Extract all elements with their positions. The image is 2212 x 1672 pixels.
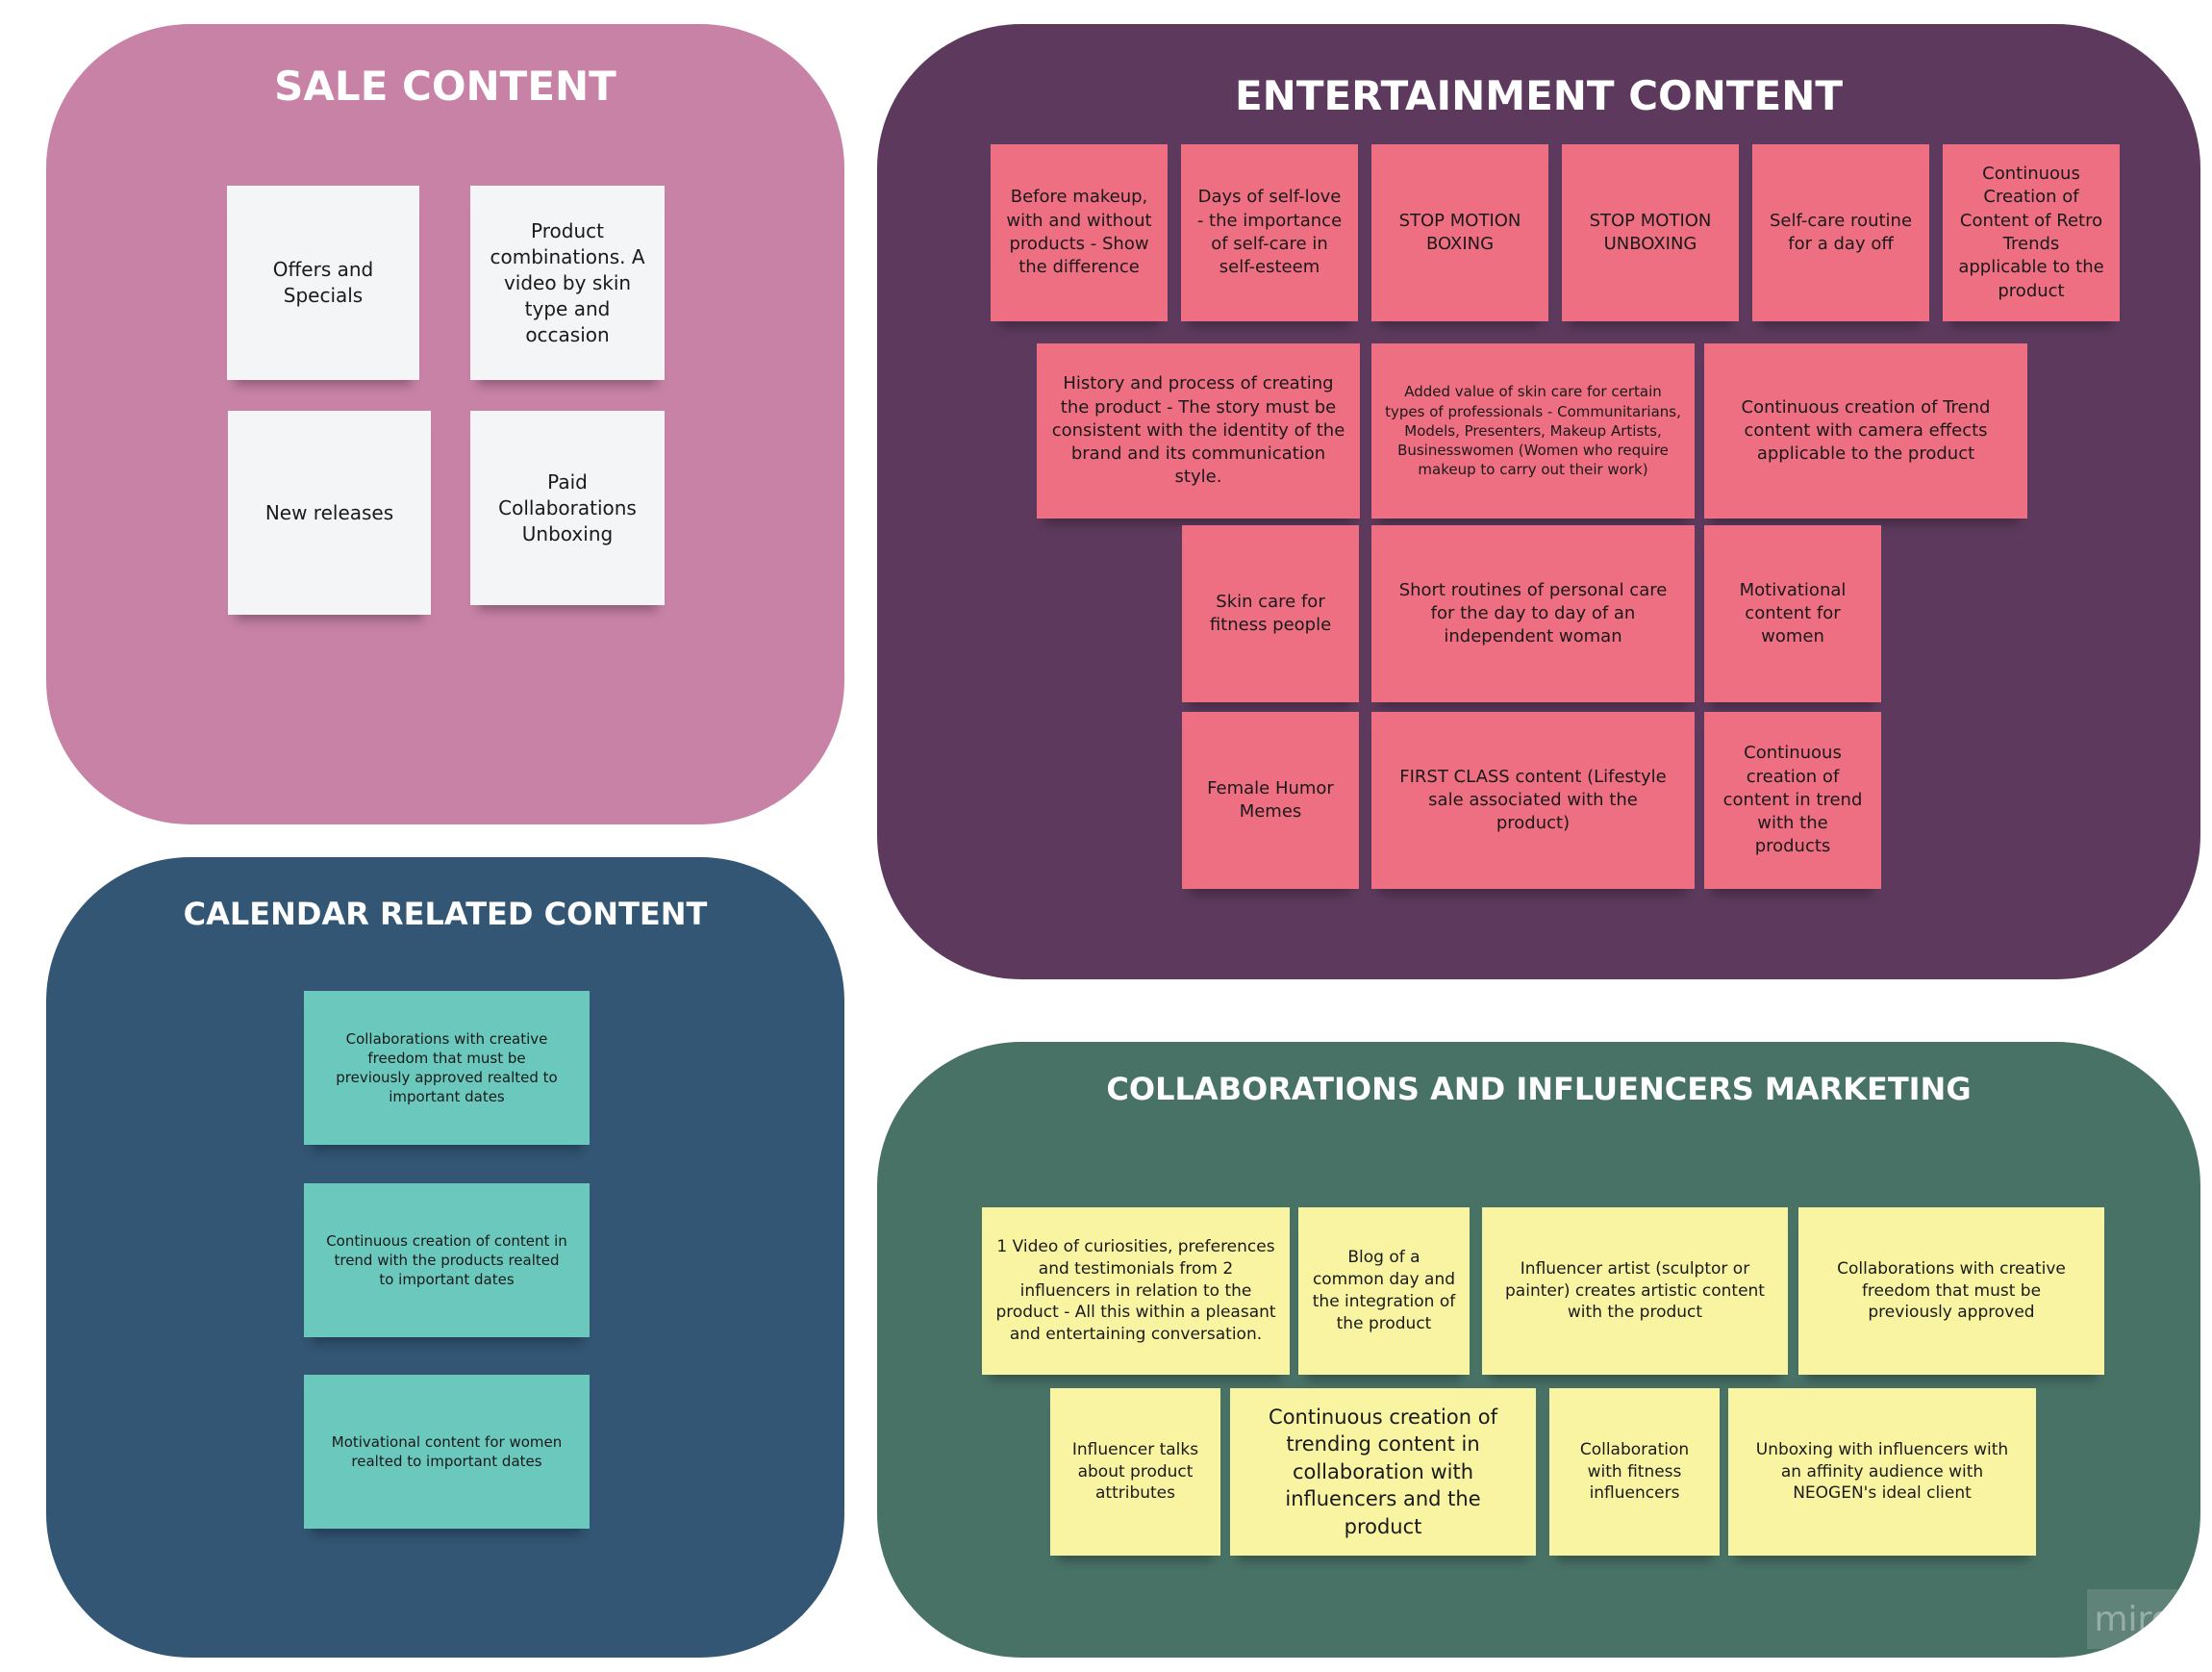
sticky-note[interactable]: Before makeup, with and without products… <box>991 144 1168 321</box>
sticky-note[interactable]: Continuous creation of content in trend … <box>304 1183 590 1337</box>
sticky-note[interactable]: Continuous creation of trending content … <box>1230 1388 1536 1556</box>
sticky-note[interactable]: Short routines of personal care for the … <box>1371 525 1695 702</box>
sticky-note[interactable]: Collaborations with creative freedom tha… <box>1798 1207 2104 1375</box>
sticky-note[interactable]: Unboxing with influencers with an affini… <box>1728 1388 2036 1556</box>
sticky-note[interactable]: Collaborations with creative freedom tha… <box>304 991 590 1145</box>
sticky-note[interactable]: Influencer talks about product attribute… <box>1050 1388 1220 1556</box>
calendar-content-title: CALENDAR RELATED CONTENT <box>183 896 708 932</box>
sale-content-frame[interactable]: SALE CONTENT <box>46 24 844 824</box>
sticky-note[interactable]: Continuous creation of Trend content wit… <box>1704 343 2027 519</box>
sticky-note[interactable]: Influencer artist (sculptor or painter) … <box>1482 1207 1788 1375</box>
sticky-note[interactable]: Continuous creation of content in trend … <box>1704 712 1881 889</box>
sticky-note[interactable]: Self-care routine for a day off <box>1752 144 1929 321</box>
sticky-note[interactable]: Continuous Creation of Content of Retro … <box>1943 144 2120 321</box>
sticky-note[interactable]: Paid Collaborations Unboxing <box>470 411 665 605</box>
sticky-note[interactable]: Motivational content for women <box>1704 525 1881 702</box>
sticky-note[interactable]: New releases <box>228 411 431 615</box>
sticky-note[interactable]: History and process of creating the prod… <box>1037 343 1360 519</box>
sticky-note[interactable]: Blog of a common day and the integration… <box>1298 1207 1470 1375</box>
miro-logo: miro <box>2087 1589 2179 1649</box>
sticky-note[interactable]: Offers and Specials <box>227 186 419 380</box>
sticky-note[interactable]: STOP MOTION BOXING <box>1371 144 1548 321</box>
sticky-note[interactable]: Skin care for fitness people <box>1182 525 1359 702</box>
sale-content-title: SALE CONTENT <box>274 63 616 110</box>
collaborations-title: COLLABORATIONS AND INFLUENCERS MARKETING <box>1106 1071 1972 1107</box>
sticky-note[interactable]: Collaboration with fitness influencers <box>1549 1388 1720 1556</box>
sticky-note[interactable]: Motivational content for women realted t… <box>304 1375 590 1529</box>
sticky-note[interactable]: Product combinations. A video by skin ty… <box>470 186 665 380</box>
entertainment-content-title: ENTERTAINMENT CONTENT <box>1234 72 1844 119</box>
sticky-note[interactable]: FIRST CLASS content (Lifestyle sale asso… <box>1371 712 1695 889</box>
sticky-note[interactable]: STOP MOTION UNBOXING <box>1562 144 1739 321</box>
sticky-note[interactable]: Female Humor Memes <box>1182 712 1359 889</box>
sticky-note[interactable]: Days of self-love - the importance of se… <box>1181 144 1358 321</box>
sticky-note[interactable]: 1 Video of curiosities, preferences and … <box>982 1207 1290 1375</box>
sticky-note[interactable]: Added value of skin care for certain typ… <box>1371 343 1695 519</box>
